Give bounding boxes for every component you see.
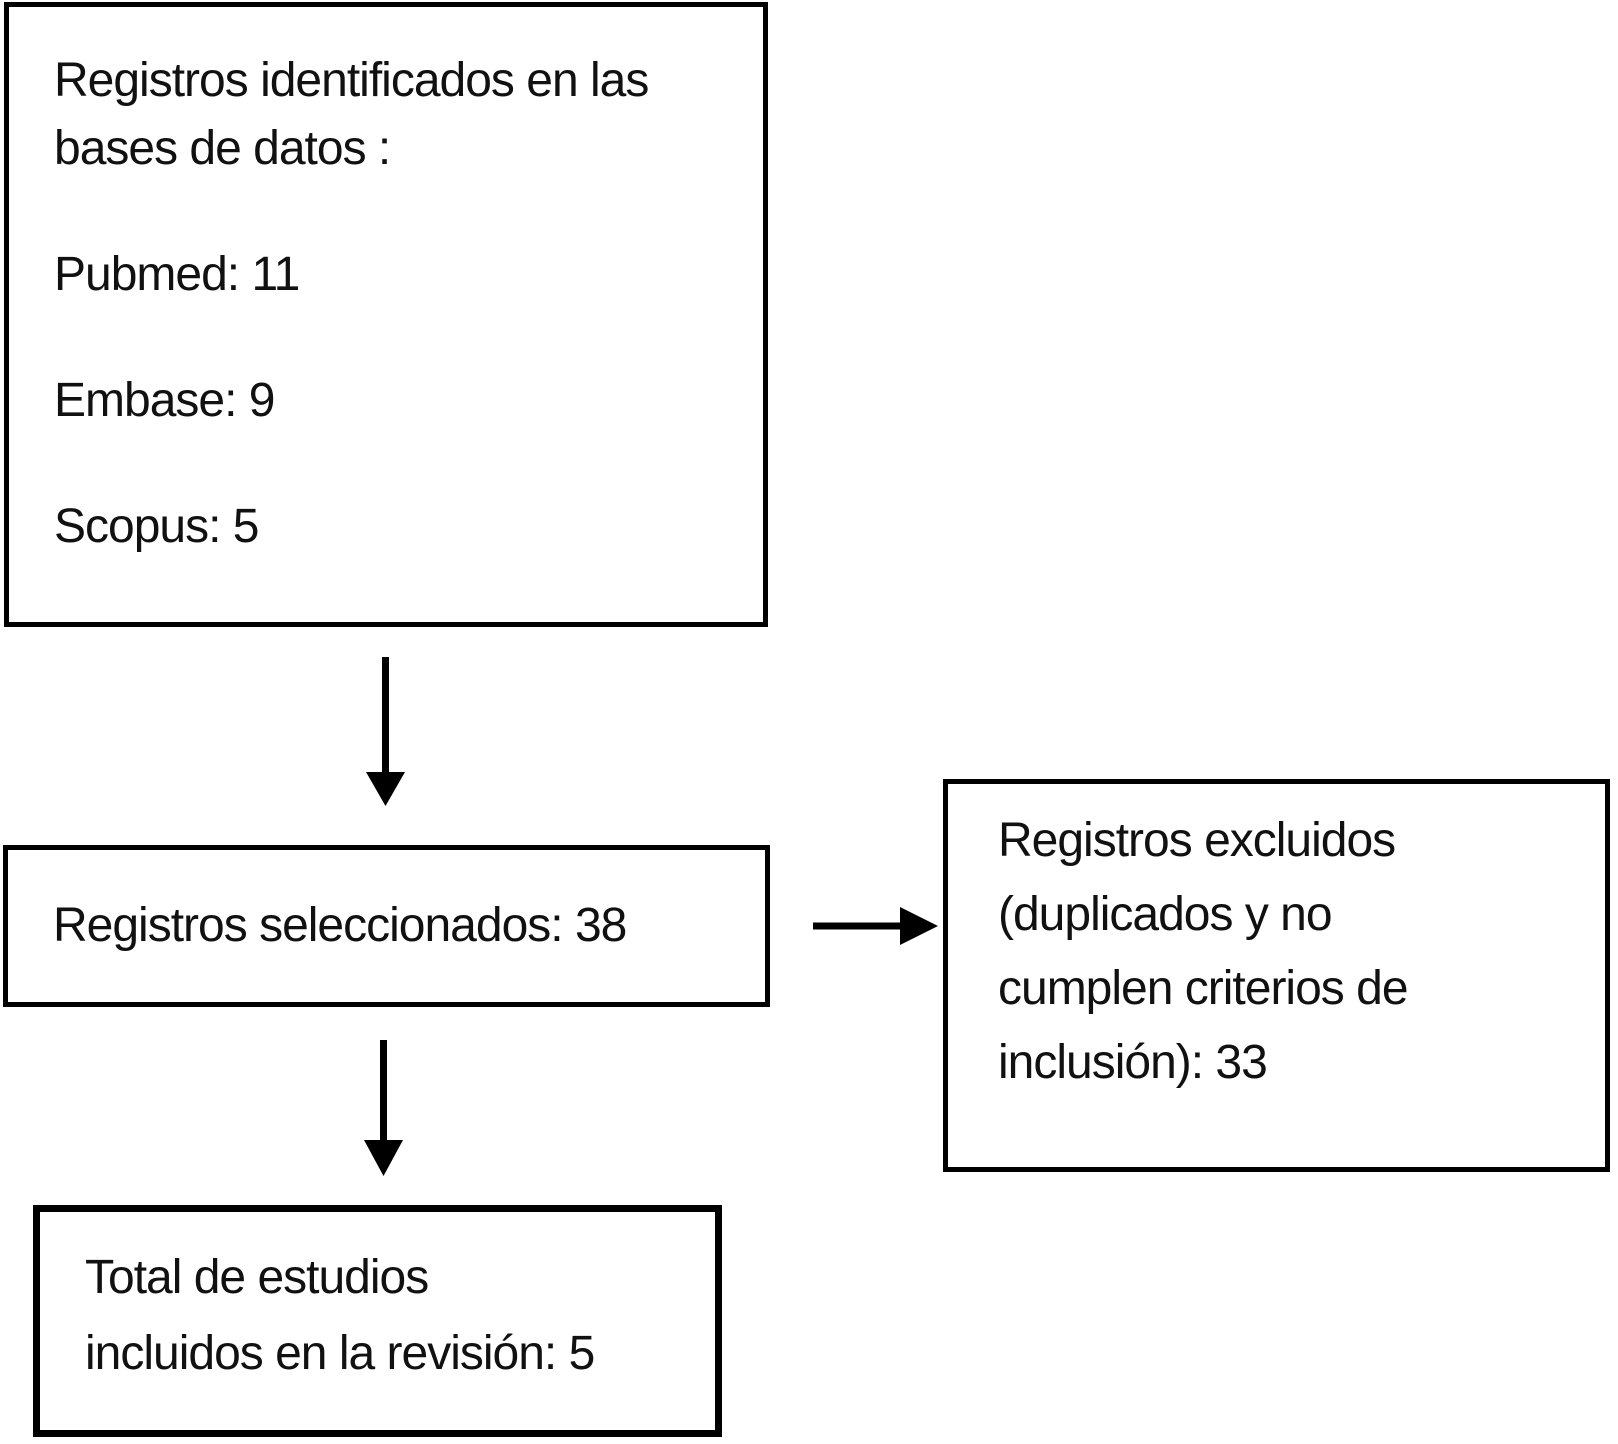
excluded-line1: Registros excluidos: [998, 814, 1396, 867]
identified-title-line1: Registros identificados en las: [54, 54, 649, 107]
right-arrow-selected-to-excluded-icon: [813, 907, 938, 945]
included-line1: Total de estudios: [85, 1251, 429, 1304]
excluded-records-box: Registros excluidos (duplicados y no cum…: [943, 779, 1610, 1172]
included-studies-box: Total de estudios incluidos en la revisi…: [33, 1205, 722, 1437]
excluded-line3: cumplen criterios de: [998, 962, 1409, 1015]
embase-count-line: Embase: 9: [54, 367, 753, 435]
scopus-count-line: Scopus: 5: [54, 493, 753, 561]
excluded-line2: (duplicados y no: [998, 888, 1333, 941]
down-arrow-selected-to-included-icon: [364, 1040, 403, 1176]
identified-records-title: Registros identificados en las bases de …: [54, 47, 753, 183]
identified-title-line2: bases de datos :: [54, 122, 391, 175]
pubmed-count-line: Pubmed: 11: [54, 241, 753, 309]
scopus-count-text: Scopus: 5: [54, 500, 259, 553]
pubmed-count-text: Pubmed: 11: [54, 248, 300, 301]
included-line2: incluidos en la revisión: 5: [85, 1327, 595, 1380]
embase-count-text: Embase: 9: [54, 374, 275, 427]
selected-records-text: Registros seleccionados: 38: [53, 899, 627, 952]
selected-records-box: Registros seleccionados: 38: [3, 845, 770, 1007]
identified-records-box: Registros identificados en las bases de …: [4, 2, 768, 627]
excluded-line4: inclusión): 33: [998, 1036, 1268, 1089]
down-arrow-identified-to-selected-icon: [366, 657, 405, 806]
